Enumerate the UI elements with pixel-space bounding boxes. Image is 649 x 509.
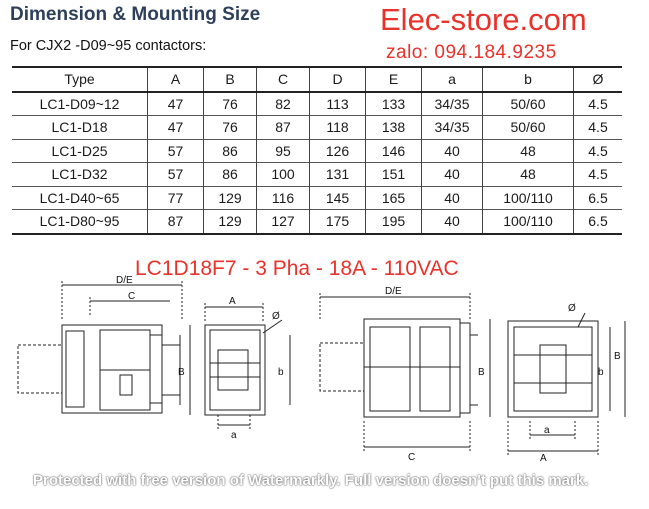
table-row: LC1-D32 57 86 100 131 151 40 48 4.5	[12, 162, 622, 186]
table-cell: LC1-D09~12	[39, 95, 120, 112]
table-cell: 100	[256, 162, 310, 186]
table-subtitle: For CJX2 -D09~95 contactors:	[10, 38, 207, 54]
table-row: LC1-D80~95 87 129 127 175 195 40 100/110…	[12, 209, 622, 234]
table-cell: 175	[309, 209, 366, 234]
table-cell: 50/60	[482, 115, 574, 139]
column-header: D	[309, 67, 366, 92]
label-phi-2: Ø	[568, 303, 576, 314]
label-b-upper-3: B	[614, 351, 621, 362]
table-cell: 82	[256, 91, 310, 116]
front-view-small-drawing: A a B b Ø	[178, 296, 291, 441]
table-cell: 146	[365, 139, 422, 163]
table-cell: 131	[309, 162, 366, 186]
table-cell: 40	[421, 209, 483, 234]
table-cell: 57	[147, 139, 204, 163]
table-cell: 40	[421, 186, 483, 210]
table-cell: 4.5	[573, 162, 622, 186]
table-cell: 6.5	[573, 186, 622, 210]
table-cell: 151	[365, 162, 422, 186]
table-row: LC1-D18 47 76 87 118 138 34/35 50/60 4.5	[12, 115, 622, 139]
label-a-upper-2: A	[540, 453, 547, 464]
table-cell: 165	[365, 186, 422, 210]
brand-name: Elec-store.com	[380, 2, 587, 37]
side-view-small-drawing: D/E C	[17, 275, 183, 414]
table-cell: 4.5	[573, 139, 622, 163]
label-de-1: D/E	[116, 275, 133, 286]
table-row: LC1-D40~65 77 129 116 145 165 40 100/110…	[12, 186, 622, 210]
page-title: Dimension & Mounting Size	[10, 4, 261, 25]
column-header: Ø	[573, 67, 622, 92]
label-de-2: D/E	[385, 286, 402, 297]
watermark-text: Protected with free version of Watermark…	[33, 472, 589, 489]
table-cell: 100/110	[482, 186, 574, 210]
table-cell: LC1-D80~95	[39, 213, 120, 230]
table-header-row: Type A B C D E a b Ø	[12, 67, 622, 92]
table-cell: 95	[256, 139, 310, 163]
column-header: a	[421, 67, 483, 92]
label-b-lower-1: b	[278, 367, 284, 378]
front-view-large-drawing: Ø b B a A	[507, 303, 626, 464]
table-cell: LC1-D18	[51, 119, 108, 136]
label-b-upper-1: B	[178, 367, 185, 378]
table-cell: 6.5	[573, 209, 622, 234]
table-cell: 87	[147, 209, 204, 234]
table-cell: 48	[482, 162, 574, 186]
table-cell: 86	[203, 162, 257, 186]
label-a-lower-2: a	[544, 425, 550, 436]
table-cell: 129	[203, 186, 257, 210]
table-cell: 145	[309, 186, 366, 210]
table-cell: 76	[203, 91, 257, 116]
table-cell: LC1-D40~65	[39, 189, 120, 206]
table-cell: 138	[365, 115, 422, 139]
table-cell: LC1-D25	[51, 142, 108, 159]
table-cell: 50/60	[482, 91, 574, 116]
table-cell: 195	[365, 209, 422, 234]
table-cell: LC1-D32	[51, 166, 108, 183]
table-cell: 34/35	[421, 115, 483, 139]
product-title: LC1D18F7 - 3 Pha - 18A - 110VAC	[135, 257, 459, 280]
table-cell: 129	[203, 209, 257, 234]
label-a-lower-1: a	[231, 430, 237, 441]
table-cell: 113	[309, 91, 366, 116]
column-header: A	[147, 67, 204, 92]
side-view-large-drawing: D/E B C	[319, 286, 491, 463]
table-cell: 40	[421, 139, 483, 163]
column-header: C	[256, 67, 310, 92]
table-cell: 57	[147, 162, 204, 186]
table-cell: 100/110	[482, 209, 574, 234]
table-cell: 4.5	[573, 91, 622, 116]
table-cell: 118	[309, 115, 366, 139]
table-cell: 126	[309, 139, 366, 163]
table-row: LC1-D09~12 47 76 82 113 133 34/35 50/60 …	[12, 91, 622, 116]
table-cell: 77	[147, 186, 204, 210]
label-b-upper-2: B	[478, 367, 485, 378]
column-header: B	[203, 67, 257, 92]
technical-drawings: D/E C A a B b Ø	[17, 275, 626, 464]
table-cell: 47	[147, 91, 204, 116]
table-cell: 127	[256, 209, 310, 234]
table-cell: 133	[365, 91, 422, 116]
table-cell: 34/35	[421, 91, 483, 116]
column-header: Type	[64, 71, 95, 88]
label-c-1: C	[128, 291, 135, 302]
table-cell: 48	[482, 139, 574, 163]
label-c-2: C	[408, 452, 415, 463]
table-cell: 47	[147, 115, 204, 139]
column-header: E	[365, 67, 422, 92]
table-cell: 116	[256, 186, 310, 210]
contact-phone: zalo: 094.184.9235	[386, 42, 557, 63]
label-b-lower-2: b	[598, 367, 604, 378]
table-cell: 40	[421, 162, 483, 186]
label-phi-1: Ø	[272, 311, 280, 322]
table-cell: 87	[256, 115, 310, 139]
label-a-upper-1: A	[229, 296, 236, 307]
table-cell: 4.5	[573, 115, 622, 139]
table-row: LC1-D25 57 86 95 126 146 40 48 4.5	[12, 139, 622, 163]
table-cell: 86	[203, 139, 257, 163]
table-cell: 76	[203, 115, 257, 139]
dimension-table: Type A B C D E a b Ø LC1-D09~12 47 76 82…	[12, 66, 622, 235]
column-header: b	[482, 67, 574, 92]
